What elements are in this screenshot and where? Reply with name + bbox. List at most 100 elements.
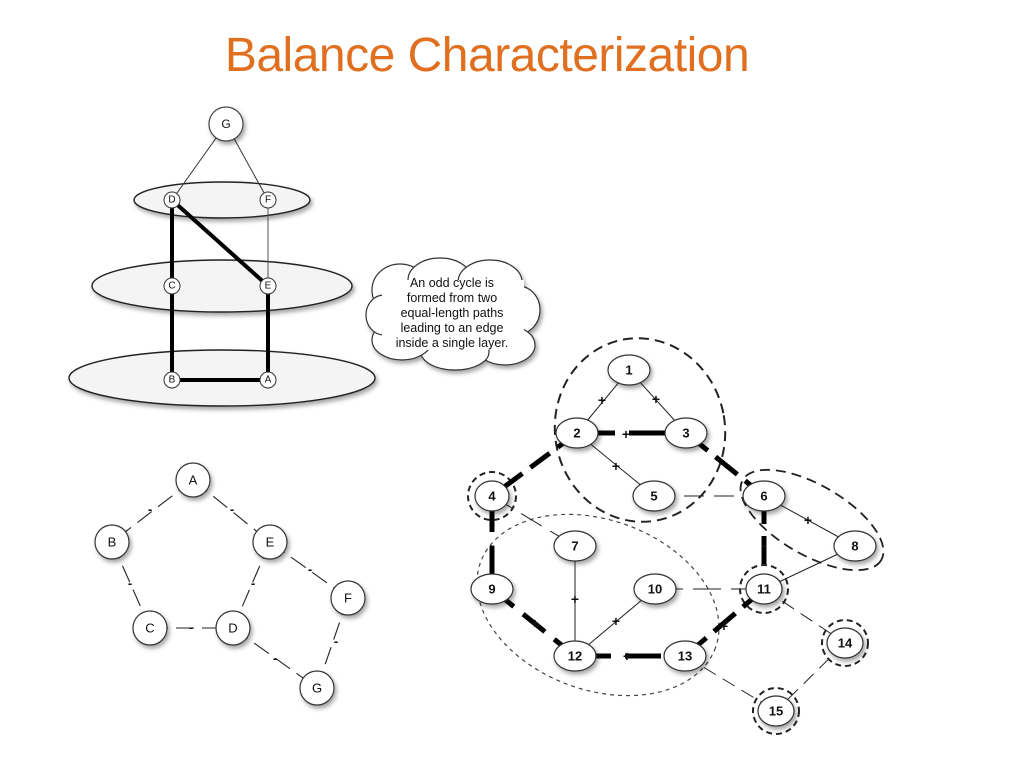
sign-13-11: + — [720, 618, 728, 634]
sign-C-D: - — [189, 620, 193, 635]
svg-text:12: 12 — [568, 649, 582, 664]
svg-text:1: 1 — [625, 363, 632, 378]
network-node-11: 11 — [745, 573, 783, 605]
sign-A-B: - — [148, 502, 152, 517]
callout-bubble — [365, 257, 541, 371]
network-node-12: 12 — [553, 640, 597, 672]
svg-text:14: 14 — [838, 636, 853, 651]
callout-line-5: inside a single layer. — [396, 336, 509, 350]
svg-text:G: G — [312, 681, 322, 696]
sign-2-3: + — [622, 426, 630, 442]
svg-text:F: F — [265, 195, 271, 206]
cycle-node-A: A — [175, 462, 211, 498]
network-node-4: 4 — [474, 480, 510, 512]
edge-13-15 — [684, 655, 777, 712]
sign-A-E: - — [230, 502, 234, 517]
svg-text:10: 10 — [648, 582, 662, 597]
svg-text:2: 2 — [573, 426, 580, 441]
cluster-ring-4 — [467, 471, 517, 521]
svg-text:15: 15 — [769, 704, 783, 719]
cycle-node-E: E — [252, 524, 288, 560]
layer-node-G: G — [208, 106, 244, 142]
svg-text:7: 7 — [571, 539, 578, 554]
svg-text:B: B — [108, 535, 117, 550]
network-node-15: 15 — [757, 695, 795, 727]
svg-text:4: 4 — [488, 489, 496, 504]
layer-node-B: B — [163, 371, 181, 389]
callout-line-2: formed from two — [407, 291, 497, 305]
network-node-14: 14 — [826, 627, 864, 659]
callout-line-3: equal-length paths — [401, 306, 504, 320]
edge-D-E — [170, 198, 270, 288]
sign-12-10: + — [612, 613, 620, 629]
cycle-node-G: G — [299, 670, 335, 706]
sign-B-C: - — [128, 576, 132, 591]
cluster-ellipse-top — [553, 337, 727, 523]
cycle-node-B: B — [94, 524, 130, 560]
sign-1-3: + — [652, 391, 660, 407]
network-node-10: 10 — [633, 573, 677, 605]
svg-text:D: D — [228, 621, 237, 636]
svg-text:6: 6 — [760, 489, 767, 504]
svg-text:E: E — [265, 281, 272, 292]
sign-1-2: + — [598, 392, 606, 408]
network-node-2: 2 — [555, 417, 599, 449]
svg-text:B: B — [169, 375, 176, 386]
svg-text:9: 9 — [488, 582, 495, 597]
sign-2-5: + — [612, 458, 620, 474]
svg-text:13: 13 — [678, 649, 692, 664]
layer-node-F: F — [259, 191, 277, 209]
edge-11-14 — [763, 588, 846, 644]
svg-text:A: A — [265, 375, 272, 386]
callout-line-1: An odd cycle is — [410, 276, 494, 290]
svg-text:F: F — [344, 591, 352, 606]
sign-E-F: - — [308, 562, 312, 577]
network-node-13: 13 — [663, 640, 707, 672]
cycle-node-F: F — [330, 580, 366, 616]
layered-graph: G D F C E B A — [68, 106, 541, 407]
network-node-3: 3 — [664, 417, 708, 449]
cluster-ellipse-right — [739, 468, 885, 572]
network-node-9: 9 — [470, 573, 514, 605]
network-node-1: 1 — [607, 354, 651, 386]
svg-text:8: 8 — [851, 539, 858, 554]
cluster-ring-15 — [752, 687, 800, 735]
layer-node-E: E — [259, 277, 277, 295]
sign-E-D: - — [251, 576, 255, 591]
svg-text:C: C — [145, 621, 154, 636]
sign-D-G: - — [273, 651, 277, 666]
sign-9-12: + — [531, 615, 539, 631]
svg-text:5: 5 — [650, 489, 657, 504]
sign-4-9: - — [490, 537, 495, 553]
cycle-node-D: D — [215, 610, 251, 646]
sign-6-11: - — [762, 537, 767, 553]
cluster-ellipse-bottom — [476, 513, 720, 697]
slide-title: Balance Characterization — [224, 29, 750, 82]
network-node-8: 8 — [833, 530, 877, 562]
svg-text:11: 11 — [757, 582, 771, 597]
layer-ellipse-top — [133, 181, 311, 219]
sign-7-12: + — [571, 591, 579, 607]
network-node-5: 5 — [632, 480, 676, 512]
edge-14-15 — [775, 642, 846, 712]
sign-12-13: + — [623, 648, 631, 664]
svg-text:C: C — [168, 281, 175, 292]
callout-line-4: leading to an edge — [401, 321, 504, 335]
cycle-node-C: C — [132, 610, 168, 646]
network-node-6: 6 — [742, 480, 786, 512]
layer-node-C: C — [163, 277, 181, 295]
svg-text:E: E — [266, 535, 275, 550]
svg-text:D: D — [168, 195, 175, 206]
signed-cycle-graph: - - - - - - - - A B E C D — [94, 462, 366, 706]
sign-6-8: + — [804, 512, 812, 528]
cluster-ring-14 — [821, 619, 869, 667]
sign-F-G: - — [334, 634, 338, 649]
svg-text:G: G — [221, 117, 230, 131]
signed-network-graph: + + + + + + + + + + - - 1 2 3 4 — [467, 337, 885, 735]
layer-node-D: D — [163, 191, 181, 209]
layer-node-A: A — [259, 371, 277, 389]
svg-text:3: 3 — [682, 426, 689, 441]
svg-text:A: A — [189, 473, 198, 488]
layer-ellipse-middle — [91, 259, 353, 313]
